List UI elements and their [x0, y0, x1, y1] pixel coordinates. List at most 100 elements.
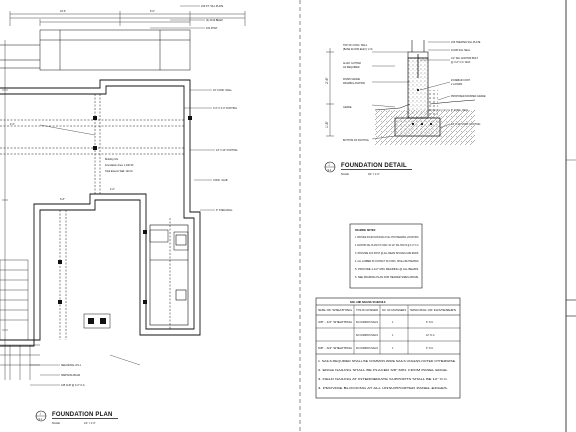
- nailing-header-type: TYPE OF FASTENERS: [356, 309, 378, 312]
- callout-slab: CONC. SLAB: [213, 179, 228, 182]
- plan-note-2: Foundation Area: 1,100 SF: [105, 164, 134, 167]
- gravel-fill: [428, 90, 438, 118]
- nailing-row-1-count: 1: [392, 321, 394, 324]
- callout-sill-plate: 2X6 P.T. SILL PLATE: [201, 5, 224, 8]
- dim-top-a: 10'-0": [60, 10, 66, 13]
- callout-post: 4X4 POST: [206, 27, 218, 30]
- detail-label-sill-seal: FOAM SILL SEAL: [451, 49, 471, 52]
- nailing-box: [315, 297, 461, 399]
- plan-scale: 1/4" = 1'-0": [84, 422, 96, 425]
- framing-notes-box: [349, 223, 423, 289]
- callout-conc-wall: 16" CONC. WALL: [213, 89, 233, 92]
- nailing-title: NAIL AND NAILING SCHEDULE: [350, 301, 386, 304]
- detail-label-top-wall: TOP OF CONC. WALL: [343, 44, 368, 47]
- callout-stem-wall: 6" STEM WALL: [216, 209, 233, 212]
- nailing-note-2: 2. EDGE NAILING SHALL BE PLACED 3/8" MIN…: [318, 369, 449, 372]
- detail-marker-sheet: S-1: [328, 169, 332, 172]
- nailing-row-2-spacing: 12" O.C.: [426, 334, 435, 337]
- detail-scale-label: SCALE: [341, 173, 349, 176]
- detail-dim-upper: 2'-6": [325, 76, 329, 84]
- detail-label-anchor-bolt: 1/2" DIA. ANCHOR BOLT: [451, 57, 479, 60]
- callout-detail-ref: SEE DETAIL 2/S-1: [61, 364, 82, 367]
- plan-scale-label: SCALE: [52, 422, 60, 425]
- detail-label-gutter-req: AS REQUIRED: [343, 66, 360, 69]
- rebar-4: [416, 88, 420, 92]
- callout-pad-footing: 3'-0" X 3'-0" FOOTING: [213, 107, 237, 110]
- nailing-schedule: [315, 297, 461, 399]
- title-strip: [565, 0, 576, 432]
- detail-label-sill: 2X6 TREATED SILL PLATE: [451, 41, 481, 44]
- nailing-row-3-spacing: 6" O.C.: [426, 347, 434, 350]
- piers: [58, 116, 192, 324]
- footing-section: [394, 117, 441, 137]
- detail-leaders-left: [371, 51, 410, 140]
- interior-footings: [0, 94, 184, 340]
- nailing-header-size: SIZE OF SHEATHING: [318, 309, 352, 312]
- nailing-row-1-size: 3/8" - 1/2" SHEATHING: [318, 321, 352, 324]
- entry-stairs: [0, 259, 40, 380]
- detail-leaders-right: [419, 41, 451, 129]
- nailing-header-count: NO. OF FASTENERS: [382, 309, 406, 312]
- detail-label-cont-footing: 24" X 10" CONT. FOOTING: [451, 123, 480, 126]
- nailing-row-3-count: 1: [392, 347, 394, 350]
- nailing-row-1-type: 8d COMMON NAILS: [356, 321, 378, 324]
- callout-clip: A35 CLIP @ 4'-0" O.C.: [61, 384, 86, 387]
- nailing-text: NAIL AND NAILING SCHEDULE SIZE OF SHEATH…: [318, 301, 457, 390]
- plan-deck-outline: [0, 29, 191, 71]
- dim-mid-b: 6'-8": [60, 198, 65, 201]
- detail-label-rebar: #4 REBAR CONT.: [451, 79, 471, 82]
- plan-note-3: Total Exterior Wall: 140 LF: [105, 170, 133, 173]
- dim-mid-c: 4'-0": [110, 188, 115, 191]
- plan-marker-sheet: S-1: [39, 418, 43, 421]
- detail-label-proposed-grade: PROPOSED FINISHED GRADE: [451, 95, 486, 98]
- framing-notes-title: FRAMING NOTES:: [355, 229, 376, 232]
- foundation-plan: 10'-0" 6'-0": [0, 10, 246, 380]
- detail-label-anchor: FRAMING ANCHOR: [343, 82, 365, 85]
- detail-marker-number: 2: [329, 164, 331, 167]
- framing-note-3: 3. PROVIDE 4X4 POST @ ALL BEAM SPLICES A…: [355, 252, 419, 255]
- framing-note-4: 4. ALL LUMBER IN CONTACT W/ CONC. SHALL …: [355, 260, 419, 263]
- nailing-row-3-type: 8d COMMON NAILS: [356, 347, 378, 350]
- interior-room: [149, 224, 189, 326]
- detail-scale: 3/4" = 1'-0": [368, 173, 380, 176]
- callout-anchor: SIMPSON ABU44: [61, 374, 81, 377]
- detail-label-layers: 2 LAYERS: [451, 83, 463, 86]
- plan-top-dimensions: [2, 11, 246, 380]
- detail-label-finish-grade: FINISH GRADE: [343, 78, 360, 81]
- nailing-row-2-count: 1: [392, 334, 394, 337]
- plan-title-block: 1 S-1 FOUNDATION PLAN SCALE 1/4" = 1'-0": [35, 410, 118, 425]
- dim-top-b: 6'-0": [150, 10, 155, 13]
- plan-note-1: Building Info: [105, 158, 119, 161]
- callout-footing: 24" X 10" FOOTING: [216, 149, 238, 152]
- detail-label-gutter: ALUM. GUTTER: [343, 62, 361, 65]
- detail-title: FOUNDATION DETAIL: [341, 163, 407, 169]
- detail-label-grade: GRADE: [343, 106, 352, 109]
- rebar-3: [429, 122, 433, 126]
- nailing-note-4: 4. PROVIDE BLOCKING AT ALL UNSUPPORTED P…: [318, 387, 449, 390]
- framing-notes: FRAMING NOTES: 1. PROVIDE SOLID BLOCKING…: [349, 223, 423, 289]
- framing-note-2: 2. ANCHOR SILL PLATE TO CONC. W/ 1/2" DI…: [355, 244, 419, 247]
- framing-note-1: 1. PROVIDE SOLID BLOCKING AT ALL POST BE…: [355, 236, 419, 239]
- framing-note-5: 5. PROVIDE 1-1/2" MIN. BEARING @ ALL BEA…: [355, 268, 419, 271]
- detail-label-bolt-spacing: @ 4'-0" O.C. MAX.: [451, 61, 471, 64]
- nailing-row-3-size: 5/8" - 3/4" SHEATHING: [318, 347, 352, 350]
- plan-marker-number: 1: [40, 413, 42, 416]
- detail-label-conc-wall: 8" CONC. WALL: [451, 109, 469, 112]
- detail-dim-lower: 1'-8": [325, 120, 329, 128]
- plan-callouts: 2X6 P.T. SILL PLATE (3) 2X10 BEAM 4X4 PO…: [10, 5, 238, 387]
- foundation-detail: 2'-6" 1'-8" TOP OF CONC. WALL (BASE FLOO…: [324, 40, 486, 176]
- nailing-row-2-type: 8d COMMON NAILS: [356, 334, 378, 337]
- detail-dimensions: [326, 48, 334, 137]
- dim-mid-a: 4'-0": [10, 123, 15, 126]
- rebar-2: [420, 122, 424, 126]
- pier-footings: [83, 229, 189, 329]
- detail-label-bottom-footing: BOTTOM OF FOOTING: [343, 139, 369, 142]
- nailing-row-1-spacing: 6" O.C.: [426, 321, 434, 324]
- framing-note-6: 6. SEE FRAMING PLAN FOR HEADER SIZES ABO…: [355, 276, 419, 279]
- nailing-note-3: 3. FIELD NAILING AT INTERMEDIATE SUPPORT…: [318, 378, 449, 381]
- callout-beam: (3) 2X10 BEAM: [206, 19, 223, 22]
- plan-callout-leaders: [30, 5, 215, 386]
- nailing-header-spacing: SPACING OF FASTENERS: [410, 309, 457, 312]
